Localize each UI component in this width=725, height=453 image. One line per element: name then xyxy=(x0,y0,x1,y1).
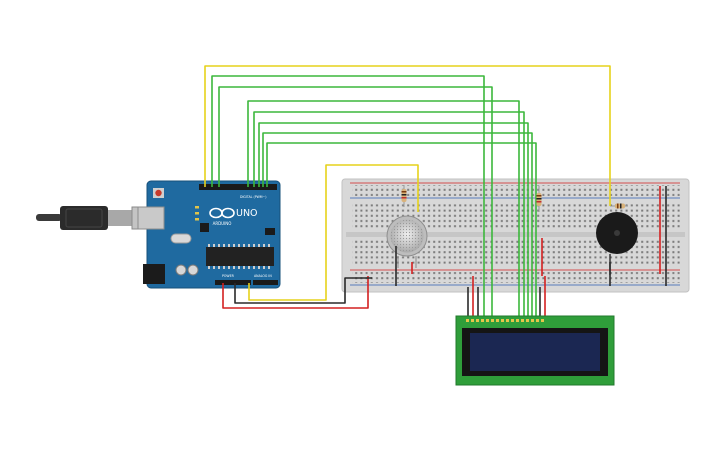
power-label: POWER xyxy=(222,274,235,278)
wire-green-2 xyxy=(218,86,493,322)
wire-black-gnd xyxy=(234,277,372,304)
reset-button xyxy=(155,189,162,197)
lcd-16x2 xyxy=(455,315,615,386)
brand-label: ARDUINO xyxy=(213,221,232,226)
resistor-1 xyxy=(401,185,407,207)
wire-green-7 xyxy=(266,142,537,322)
wires xyxy=(204,65,611,322)
lcd-screen xyxy=(470,333,600,371)
wire-green-6 xyxy=(262,132,533,322)
analog-label: ANALOG IN xyxy=(254,274,272,278)
wire-green-1 xyxy=(211,75,485,322)
digital-label: DIGITAL (PWM~) xyxy=(240,195,266,199)
wire-green-5 xyxy=(258,122,529,322)
model-label: UNO xyxy=(236,208,258,219)
gas-sensor xyxy=(386,215,428,268)
resistor-3 xyxy=(612,203,628,209)
wire-green-3 xyxy=(247,100,520,322)
arduino-uno: ARDUINO UNO DIGITAL (PWM~) POWER ANALOG … xyxy=(137,180,281,289)
arduino-logo: ARDUINO xyxy=(209,207,235,226)
resistor-2 xyxy=(536,186,542,212)
breadboard xyxy=(341,178,690,293)
wire-red-5v xyxy=(222,276,369,309)
breadboard-jumpers xyxy=(395,186,667,286)
wire-yellow-buzzer xyxy=(204,65,611,206)
wire-yellow-sensor xyxy=(248,164,419,301)
wire-green-4 xyxy=(253,111,525,322)
